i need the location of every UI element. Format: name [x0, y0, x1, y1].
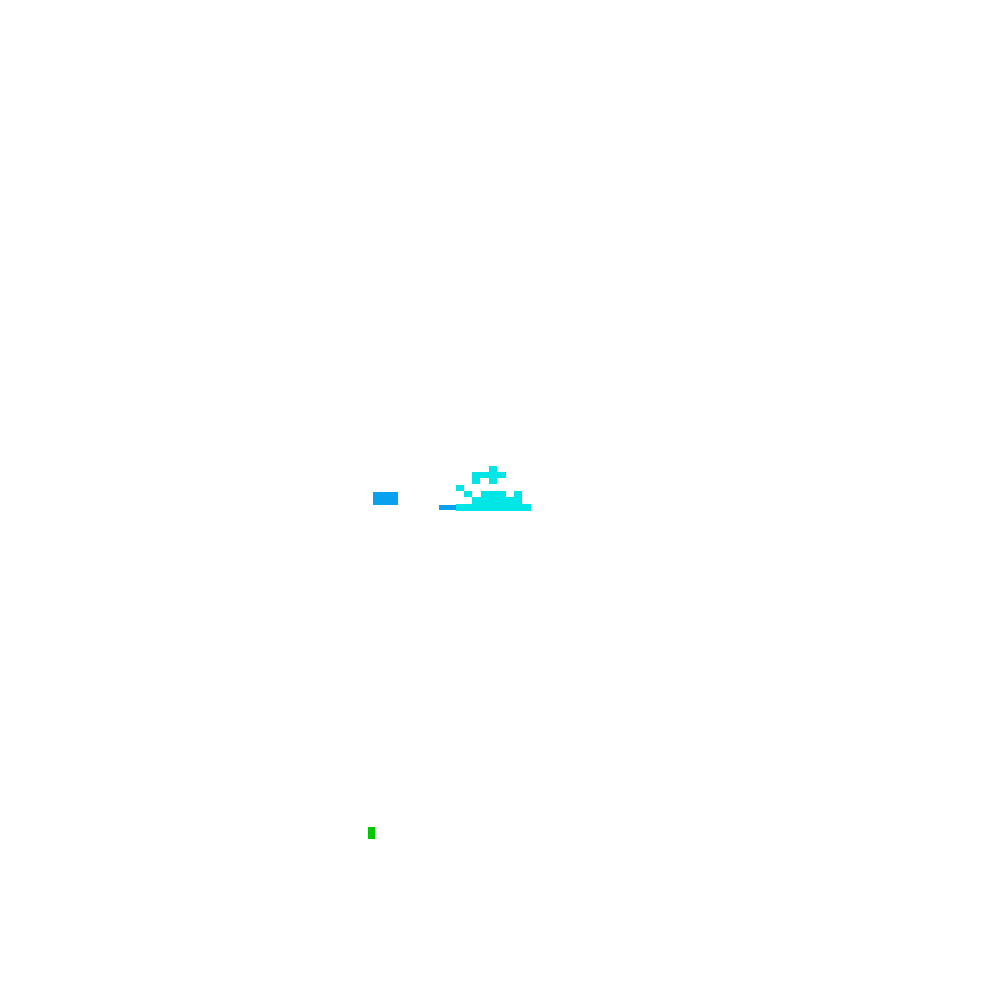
sprite-pixel [514, 491, 522, 498]
blue-dash [439, 505, 456, 510]
blue-block [373, 492, 398, 505]
sprite-pixel [472, 497, 522, 504]
sprite-pixel [464, 491, 472, 497]
sprite-pixel [489, 466, 497, 473]
sprite-pixel [456, 504, 531, 511]
green-marker [368, 827, 375, 839]
sprite-pixel [489, 478, 497, 484]
sprite-pixel [472, 478, 480, 484]
sprite-pixel [472, 472, 506, 478]
sprite-pixel [456, 485, 464, 491]
sprite-pixel [481, 491, 506, 498]
